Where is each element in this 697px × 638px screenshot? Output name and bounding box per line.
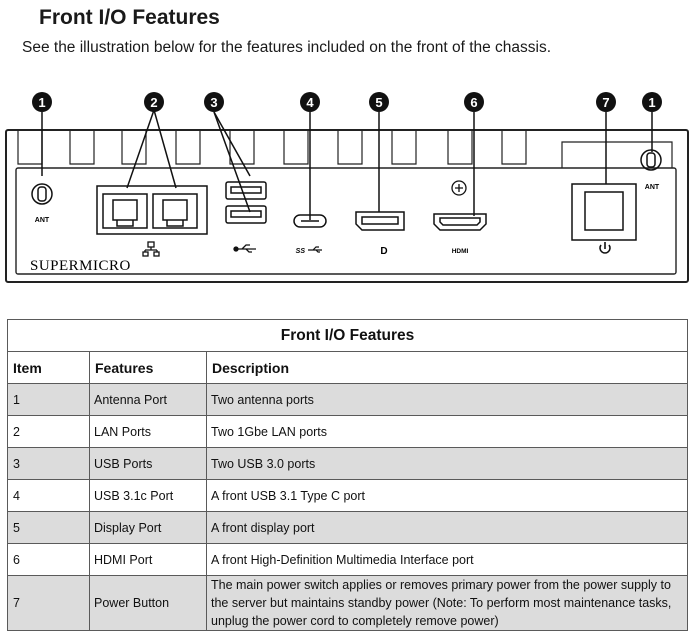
usb-ports	[225, 181, 267, 224]
svg-text:4: 4	[306, 95, 314, 110]
svg-text:1: 1	[38, 95, 45, 110]
svg-text:6: 6	[470, 95, 477, 110]
callout-1-left: 1	[32, 92, 52, 112]
item-cell: 3	[7, 447, 90, 480]
usb31-ss-label: SS	[296, 248, 306, 255]
description-cell: The main power switch applies or removes…	[206, 575, 688, 631]
lan-ports	[96, 185, 208, 235]
callout-leaders	[41, 109, 653, 220]
callout-6: 6	[464, 92, 484, 112]
usb31-icon	[308, 246, 322, 253]
description-cell: A front display port	[206, 511, 688, 544]
ant-label-left: ANT	[35, 217, 50, 224]
item-cell: 5	[7, 511, 90, 544]
hdmi-label: HDMI	[452, 248, 469, 255]
item-cell: 4	[7, 479, 90, 512]
intro-text: See the illustration below for the featu…	[22, 39, 552, 56]
description-cell: Two 1Gbe LAN ports	[206, 415, 688, 448]
item-cell: 6	[7, 543, 90, 576]
table-row: 6 HDMI Port A front High-Definition Mult…	[7, 543, 688, 576]
header-description: Description	[206, 351, 688, 384]
callout-5: 5	[369, 92, 389, 112]
antenna-port-left	[31, 183, 53, 205]
description-cell: A front High-Definition Multimedia Inter…	[206, 543, 688, 576]
svg-text:1: 1	[648, 95, 655, 110]
header-features: Features	[89, 351, 207, 384]
feature-cell: LAN Ports	[89, 415, 207, 448]
svg-text:2: 2	[150, 95, 157, 110]
displayport-icon: D	[380, 246, 387, 257]
callout-1-right: 1	[642, 92, 662, 112]
table-row: 7 Power Button The main power switch app…	[7, 575, 688, 631]
callout-3: 3	[204, 92, 224, 112]
item-cell: 7	[7, 575, 90, 631]
antenna-port-right	[640, 149, 662, 171]
svg-text:5: 5	[375, 95, 382, 110]
front-io-table: Front I/O Features Item Features Descrip…	[7, 319, 688, 631]
table-row: 4 USB 3.1c Port A front USB 3.1 Type C p…	[7, 479, 688, 512]
item-cell: 2	[7, 415, 90, 448]
callout-2: 2	[144, 92, 164, 112]
screw-icon	[451, 180, 467, 196]
feature-cell: Antenna Port	[89, 383, 207, 416]
power-button	[571, 183, 637, 241]
ant-label-right: ANT	[645, 184, 660, 191]
table-row: 5 Display Port A front display port	[7, 511, 688, 544]
svg-text:7: 7	[602, 95, 609, 110]
feature-cell: HDMI Port	[89, 543, 207, 576]
table-row: 3 USB Ports Two USB 3.0 ports	[7, 447, 688, 480]
feature-cell: Power Button	[89, 575, 207, 631]
header-item: Item	[7, 351, 90, 384]
item-cell: 1	[7, 383, 90, 416]
description-cell: Two USB 3.0 ports	[206, 447, 688, 480]
callout-4: 4	[300, 92, 320, 112]
display-port	[355, 211, 405, 231]
usb-icon	[233, 244, 256, 253]
description-cell: A front USB 3.1 Type C port	[206, 479, 688, 512]
table-row: 2 LAN Ports Two 1Gbe LAN ports	[7, 415, 688, 448]
feature-cell: Display Port	[89, 511, 207, 544]
page-title: Front I/O Features	[39, 6, 220, 29]
svg-text:3: 3	[210, 95, 217, 110]
brand-logo: SUPERMICRO	[30, 258, 131, 274]
hdmi-port	[433, 213, 487, 231]
callout-7: 7	[596, 92, 616, 112]
usb-c-port	[293, 214, 327, 228]
network-icon	[142, 241, 160, 257]
feature-cell: USB Ports	[89, 447, 207, 480]
table-row: 1 Antenna Port Two antenna ports	[7, 383, 688, 416]
front-panel-diagram: 1 2 3 4 5 6 7 1 ANT SS	[5, 92, 689, 283]
power-icon	[599, 242, 611, 254]
chassis	[5, 129, 689, 283]
description-cell: Two antenna ports	[206, 383, 688, 416]
feature-cell: USB 3.1c Port	[89, 479, 207, 512]
table-caption: Front I/O Features	[7, 319, 688, 352]
